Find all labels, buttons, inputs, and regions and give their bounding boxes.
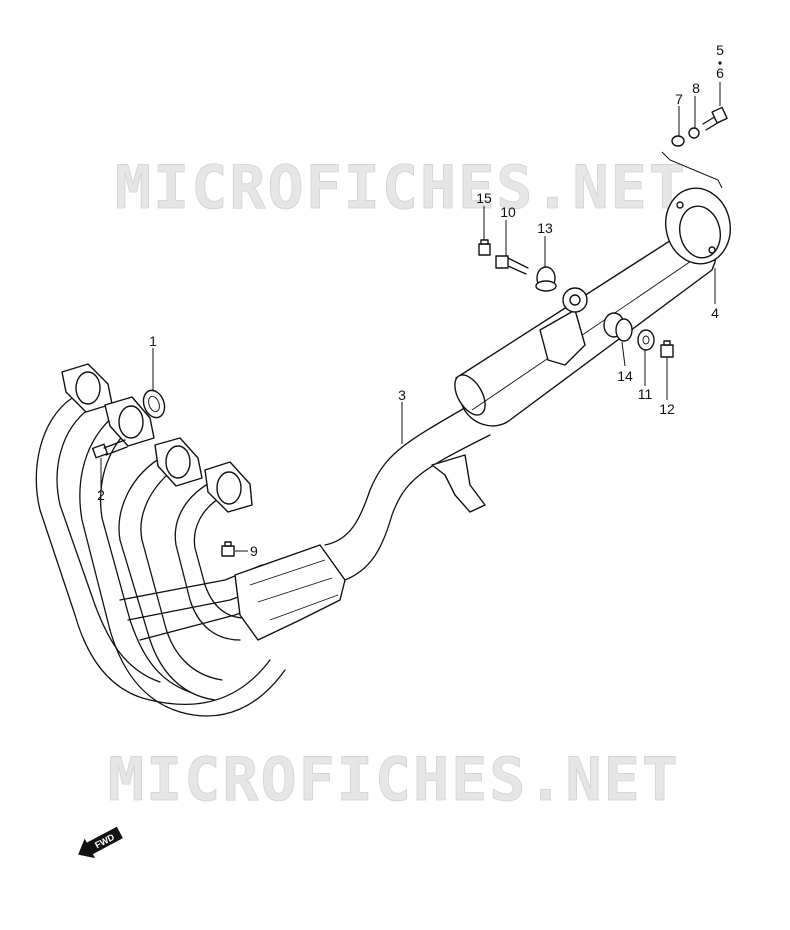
callout-5-6-dot bbox=[718, 61, 722, 65]
callout-12: 12 bbox=[659, 401, 675, 417]
gasket-1 bbox=[142, 389, 166, 419]
callout-4: 4 bbox=[711, 305, 719, 321]
nut-15 bbox=[478, 239, 491, 256]
callout-7: 7 bbox=[675, 91, 683, 107]
callout-13: 13 bbox=[537, 220, 553, 236]
nut-9 bbox=[221, 541, 235, 557]
callout-1: 1 bbox=[149, 333, 157, 349]
callout-9: 9 bbox=[250, 543, 258, 559]
header-flanges bbox=[61, 363, 253, 513]
callout-11: 11 bbox=[638, 386, 653, 402]
bolt-10 bbox=[495, 255, 529, 275]
bolt-5-6 bbox=[702, 106, 728, 131]
washer-8 bbox=[688, 127, 700, 139]
callout-10: 10 bbox=[500, 204, 516, 220]
nut-12 bbox=[660, 340, 674, 358]
callout-8: 8 bbox=[692, 80, 700, 96]
washer-11 bbox=[637, 329, 655, 351]
watermark-top: MICROFICHES.NET bbox=[115, 153, 687, 223]
header-pipes bbox=[35, 397, 346, 717]
cushion-13 bbox=[535, 266, 557, 292]
watermark-bottom: MICROFICHES.NET bbox=[108, 745, 680, 815]
mid-pipe bbox=[324, 404, 491, 581]
washer-7 bbox=[671, 135, 685, 147]
callout-5: 5 bbox=[716, 42, 724, 58]
bolt-2 bbox=[91, 439, 128, 459]
end-cap bbox=[665, 187, 731, 265]
assembly-bracket-line bbox=[661, 151, 723, 189]
muffler bbox=[454, 226, 717, 427]
callout-2: 2 bbox=[97, 487, 105, 503]
callout-15: 15 bbox=[476, 190, 492, 206]
callout-labels: 1 2 3 4 5 6 7 8 9 10 11 12 13 14 15 bbox=[97, 42, 724, 559]
callout-14: 14 bbox=[617, 368, 633, 384]
callout-6: 6 bbox=[716, 65, 724, 81]
callout-3: 3 bbox=[398, 387, 406, 403]
forward-arrow-badge: FWD bbox=[78, 826, 123, 859]
leader-lines bbox=[100, 82, 721, 552]
cushion-14 bbox=[603, 312, 633, 342]
